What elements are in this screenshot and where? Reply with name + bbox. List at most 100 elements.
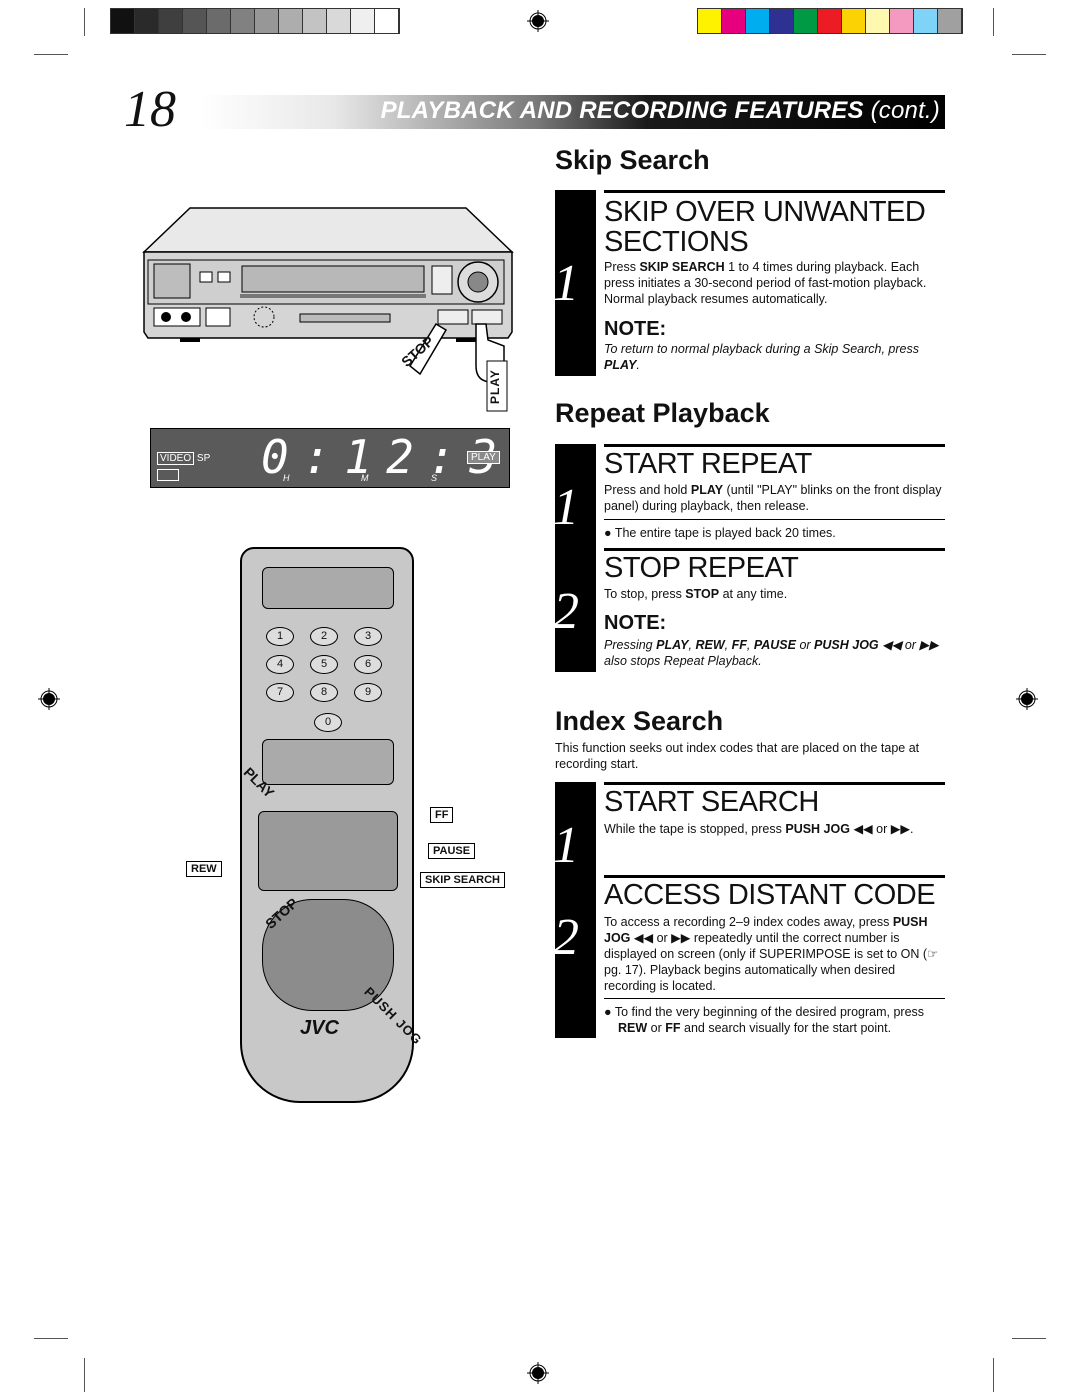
grayscale-swatch [327,9,351,33]
remote-skip-search-label: SKIP SEARCH [420,872,505,888]
index-step2-rule [604,875,945,878]
repeat-step2-heading: STOP REPEAT [604,552,799,584]
remote-number-key[interactable]: 6 [354,655,382,674]
repeat-step1-text: Press and hold PLAY (until "PLAY" blinks… [604,483,942,513]
color-swatch [794,9,818,33]
repeat-note-label: NOTE: [604,612,667,634]
color-calibration-bar [697,8,963,34]
display-h-label: H [283,473,290,483]
grayscale-swatch [255,9,279,33]
index-step1-heading: START SEARCH [604,786,819,818]
remote-pause-label: PAUSE [428,843,476,859]
repeat-step1-bullet: ● The entire tape is played back 20 time… [604,526,836,540]
display-m-label: M [361,473,369,483]
color-swatch [842,9,866,33]
index-step2-bullet: ● To find the very beginning of the desi… [604,1005,925,1035]
registration-mark-bottom [527,1362,549,1384]
index-step2-divider [604,998,945,999]
remote-number-key[interactable]: 7 [266,683,294,702]
crop-mark [34,1338,68,1339]
index-step2-text: To access a recording 2–9 index codes aw… [604,915,939,993]
vcr-play-callout: PLAY [488,369,502,404]
bullet-dot-icon: ● [604,1005,615,1019]
grayscale-swatch [351,9,375,33]
grayscale-swatch [135,9,159,33]
crop-mark [84,1358,85,1392]
remote-number-key[interactable]: 1 [266,627,294,646]
remote-number-key[interactable]: 8 [310,683,338,702]
color-swatch [770,9,794,33]
skip-step1-heading-line2: SECTIONS [604,226,749,258]
page-number: 18 [124,81,176,138]
bullet-dot-icon: ● [604,526,615,540]
repeat-note-text: Pressing PLAY, REW, FF, PAUSE or PUSH JO… [604,638,939,668]
repeat-step-sidebar [555,444,596,672]
header-title-main: PLAYBACK AND RECORDING FEATURES [380,97,864,124]
index-step1-number: 1 [553,817,579,874]
remote-top-panel [262,567,394,609]
remote-rew-label: REW [186,861,222,877]
index-step2-heading: ACCESS DISTANT CODE [604,879,936,911]
grayscale-swatch [159,9,183,33]
color-swatch [914,9,938,33]
remote-brand-logo: JVC [300,1017,339,1039]
color-swatch [890,9,914,33]
index-step1-text: While the tape is stopped, press PUSH JO… [604,822,914,836]
skip-step1-number: 1 [553,255,579,312]
play-blink-indicator: PLAY [467,451,500,464]
repeat-playback-title: Repeat Playback [555,398,770,428]
color-swatch [722,9,746,33]
skip-step1-rule [604,190,945,193]
grayscale-calibration-bar [110,8,400,34]
cassette-icon [157,469,179,481]
grayscale-swatch [279,9,303,33]
vcr-illustration [142,207,514,412]
video-indicator: VIDEO [157,452,195,465]
index-search-intro: This function seeks out index codes that… [555,741,920,771]
remote-number-key[interactable]: 2 [310,627,338,646]
skip-step1-text: Press SKIP SEARCH 1 to 4 times during pl… [604,260,927,306]
repeat-step1-rule [604,444,945,447]
page-header-title: PLAYBACK AND RECORDING FEATURES (cont.) [381,96,940,126]
grayscale-swatch [183,9,207,33]
remote-number-key[interactable]: 5 [310,655,338,674]
display-time-digits: 0:12:34 [261,430,553,484]
crop-mark [84,8,85,36]
remote-number-key[interactable]: 9 [354,683,382,702]
color-swatch [746,9,770,33]
color-swatch [698,9,722,33]
grayscale-swatch [111,9,135,33]
registration-mark-right [1016,688,1038,710]
header-band [200,95,945,129]
remote-number-key[interactable]: 4 [266,655,294,674]
remote-jog-block [262,899,394,1011]
repeat-step1-divider [604,519,945,520]
index-step2-number: 2 [553,909,579,966]
color-swatch [938,9,962,33]
registration-mark-top [527,10,549,32]
crop-mark [34,54,68,55]
repeat-step2-rule [604,548,945,551]
remote-number-key[interactable]: 3 [354,627,382,646]
skip-note-label: NOTE: [604,318,667,340]
grayscale-swatch [207,9,231,33]
skip-note-text: To return to normal playback during a Sk… [604,342,919,372]
remote-zero-key[interactable]: 0 [314,713,342,732]
repeat-step2-number: 2 [553,583,579,640]
skip-step1-heading-line1: SKIP OVER UNWANTED [604,196,926,228]
repeat-step2-text: To stop, press STOP at any time. [604,587,788,601]
crop-mark [1012,1338,1046,1339]
color-swatch [866,9,890,33]
header-title-suffix: (cont.) [870,97,940,124]
crop-mark [993,1358,994,1392]
skip-search-title: Skip Search [555,145,710,175]
repeat-step1-number: 1 [553,479,579,536]
grayscale-swatch [303,9,327,33]
index-step1-rule [604,782,945,785]
grayscale-swatch [375,9,399,33]
remote-channel-block [262,739,394,785]
display-s-label: S [431,473,438,483]
front-display-panel: VIDEO SP 0:12:34 H M S PLAY [150,428,539,488]
crop-mark [1012,54,1046,55]
